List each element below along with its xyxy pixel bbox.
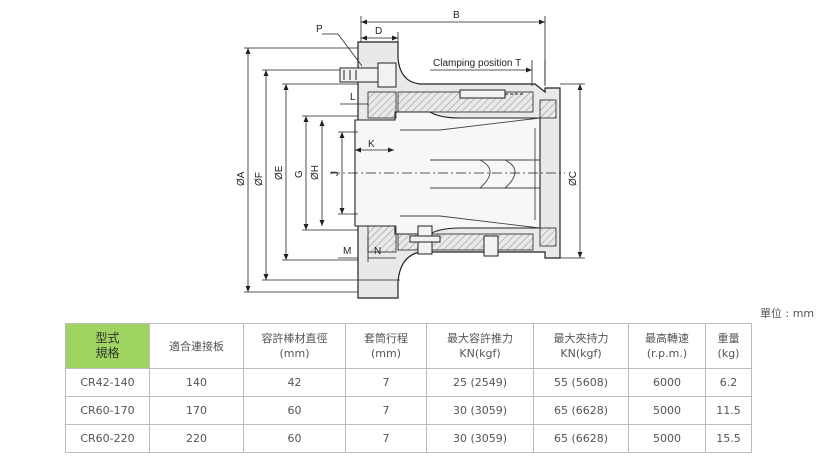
label-l: L [350, 92, 356, 103]
cell-weight: 6.2 [705, 368, 752, 397]
header-plate: 適合連接板 [149, 323, 244, 369]
cell-model: CR60-220 [65, 424, 150, 453]
cell-plate: 140 [149, 368, 244, 397]
unit-label: 單位 : mm [760, 307, 815, 320]
cell-stroke: 7 [345, 368, 427, 397]
label-e: ØE [274, 165, 285, 180]
label-a: ØA [236, 171, 247, 186]
label-k: K [368, 139, 375, 150]
bottom-bolts [409, 225, 499, 257]
table-row: CR60-220 220 60 7 30 (3059) 65 (6628) 50… [65, 424, 752, 453]
header-bar-diameter: 容許棒材直徑(mm) [243, 323, 346, 369]
cell-model: CR42-140 [65, 368, 150, 397]
cell-clamp-force: 65 (6628) [533, 424, 629, 453]
table-row: CR60-170 170 60 7 30 (3059) 65 (6628) 50… [65, 396, 752, 425]
clamp-pin [459, 89, 525, 99]
cell-max-speed: 5000 [628, 424, 706, 453]
cell-clamp-force: 55 (5608) [533, 368, 629, 397]
cell-plate: 220 [149, 424, 244, 453]
label-p: P [316, 24, 323, 35]
cell-bar-diameter: 60 [243, 396, 346, 425]
cell-stroke: 7 [345, 396, 427, 425]
label-j: J [330, 171, 341, 176]
label-b: B [453, 10, 460, 21]
cell-thrust: 30 (3059) [426, 396, 534, 425]
label-c: ØC [568, 171, 579, 186]
cell-thrust: 30 (3059) [426, 424, 534, 453]
label-g: G [294, 170, 305, 178]
cell-stroke: 7 [345, 424, 427, 453]
label-f: ØF [254, 172, 265, 186]
label-n: N [374, 246, 381, 257]
cell-model: CR60-170 [65, 396, 150, 425]
dimension-lines [244, 16, 585, 293]
cell-thrust: 25 (2549) [426, 368, 534, 397]
table-row: CR42-140 140 42 7 25 (2549) 55 (5608) 60… [65, 368, 752, 397]
label-d: D [375, 26, 382, 37]
arrowheads [245, 19, 583, 292]
header-stroke: 套筒行程(mm) [345, 323, 427, 369]
cell-bar-diameter: 42 [243, 368, 346, 397]
label-h: ØH [310, 165, 321, 180]
collet-lines [400, 117, 541, 229]
header-model: 型式規格 [65, 323, 150, 369]
technical-drawing: B D P Clamping position T L K M N ØA ØF … [236, 10, 585, 299]
cell-plate: 170 [149, 396, 244, 425]
label-clamping-position: Clamping position T [433, 58, 521, 69]
cell-clamp-force: 65 (6628) [533, 396, 629, 425]
header-max-speed: 最高轉速(r.p.m.) [628, 323, 706, 369]
label-m: M [343, 246, 351, 257]
header-weight: 重量(kg) [705, 323, 752, 369]
bolt-p [339, 62, 397, 88]
cell-max-speed: 6000 [628, 368, 706, 397]
cell-weight: 15.5 [705, 424, 752, 453]
cell-max-speed: 5000 [628, 396, 706, 425]
cell-bar-diameter: 60 [243, 424, 346, 453]
cell-weight: 11.5 [705, 396, 752, 425]
